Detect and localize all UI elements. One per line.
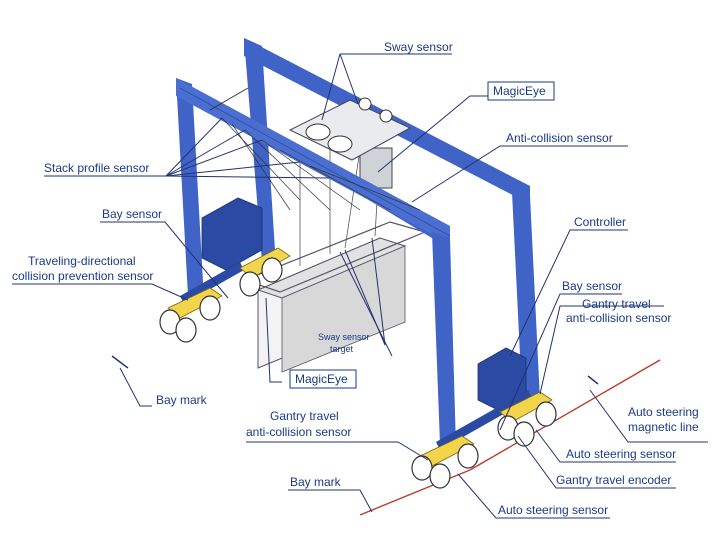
spreader-side <box>281 245 406 373</box>
label-magiceye-bottom: MagicEye <box>295 372 348 386</box>
label-sway-sensor-target-1: Sway sensor <box>318 332 370 342</box>
bay-mark-right-line <box>587 375 599 385</box>
label-gantry-travel-encoder: Gantry travel encoder <box>556 473 671 487</box>
wheelset-left-rear <box>239 247 291 297</box>
bay-mark-left-line <box>111 355 129 369</box>
label-gantry-travel-mid-1: Gantry travel <box>270 409 339 423</box>
magiceye-bottom-box <box>289 369 357 389</box>
label-anti-collision-sensor: Anti-collision sensor <box>506 131 613 145</box>
label-auto-steering-sensor-right: Auto steering sensor <box>566 447 676 461</box>
wheel-sets <box>159 247 557 489</box>
label-traveling-directional-1: Traveling-directional <box>28 254 136 268</box>
wheelset-right-front <box>411 435 479 489</box>
ground-lines <box>111 355 661 516</box>
label-auto-steering-line-2: magnetic line <box>628 420 699 434</box>
wheelset-right-rear <box>497 391 557 447</box>
labels: Sway sensor MagicEye Anti-collision sens… <box>12 40 699 517</box>
label-bay-sensor-left: Bay sensor <box>102 207 162 221</box>
label-traveling-directional-2: collision prevention sensor <box>12 269 153 283</box>
magiceye-top-box <box>487 81 555 101</box>
wheelset-left-front <box>159 287 223 343</box>
label-bay-sensor-right: Bay sensor <box>562 279 622 293</box>
label-sway-sensor-target-2: target <box>330 344 354 354</box>
label-stack-profile-sensor: Stack profile sensor <box>44 161 149 175</box>
trolley-wheel-2 <box>379 109 393 123</box>
label-auto-steering-sensor-bottom: Auto steering sensor <box>498 503 608 517</box>
trolley <box>288 97 412 161</box>
label-bay-mark-bottom: Bay mark <box>290 475 342 489</box>
trolley-drum-2 <box>327 135 353 153</box>
label-magiceye-top: MagicEye <box>493 84 546 98</box>
right-gantry-leg <box>432 192 540 450</box>
trolley-drum-1 <box>305 123 331 141</box>
label-gantry-travel-right-2: anti-collision sensor <box>566 311 671 325</box>
label-auto-steering-line-1: Auto steering <box>628 405 699 419</box>
left-equipment-box <box>201 197 263 271</box>
stack-profile-beams <box>221 117 421 211</box>
label-controller: Controller <box>574 215 626 229</box>
label-gantry-travel-mid-2: anti-collision sensor <box>246 425 351 439</box>
magnetic-line-bottom <box>359 469 471 516</box>
label-sway-sensor: Sway sensor <box>384 40 453 54</box>
leader-lines <box>12 53 708 519</box>
trolley-wheel-1 <box>358 97 372 111</box>
label-gantry-travel-right-1: Gantry travel <box>582 297 651 311</box>
label-bay-mark-left: Bay mark <box>156 393 208 407</box>
magnetic-line-right <box>469 359 661 471</box>
